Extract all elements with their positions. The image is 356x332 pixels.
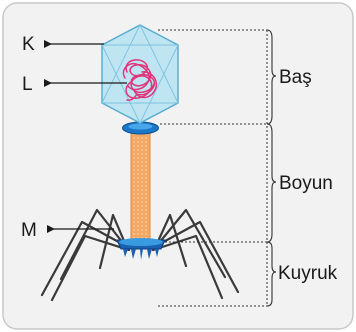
section-label-neck: Boyun <box>279 173 333 194</box>
label-k: K <box>22 34 35 55</box>
neck-sheath <box>131 131 150 241</box>
section-label-head: Baş <box>279 67 312 88</box>
section-label-tail: Kuyruk <box>278 263 338 284</box>
label-m: M <box>21 220 37 241</box>
label-l: L <box>22 74 33 95</box>
capsid-head <box>102 25 178 123</box>
